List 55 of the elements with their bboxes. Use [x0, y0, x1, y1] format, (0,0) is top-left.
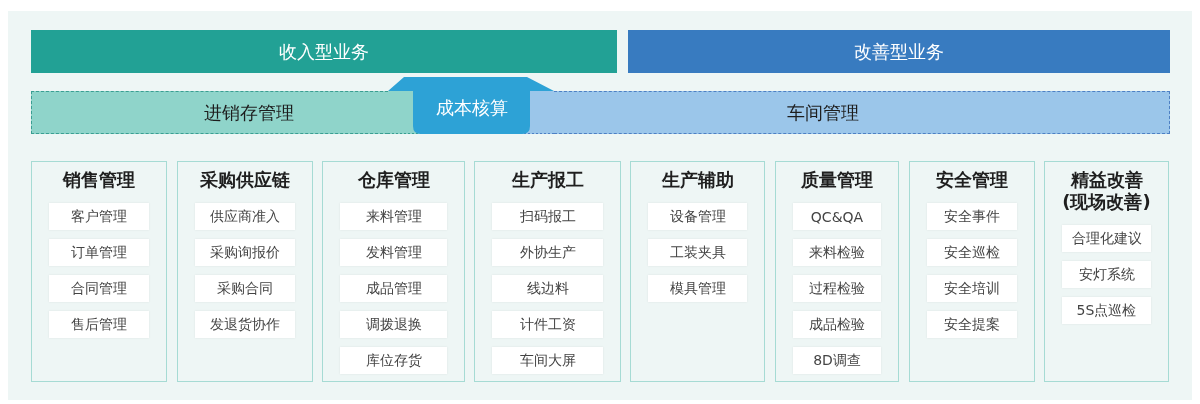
module-panel	[775, 161, 899, 382]
function-item: 库位存货	[340, 347, 447, 374]
function-item: 发退货协作	[195, 311, 295, 338]
module-panel	[1044, 161, 1169, 382]
module-panel	[177, 161, 313, 382]
function-item: 设备管理	[648, 203, 747, 230]
function-item: 8D调查	[793, 347, 881, 374]
function-item: 来料管理	[340, 203, 447, 230]
function-item: 计件工资	[492, 311, 603, 338]
function-item: 安全培训	[927, 275, 1017, 302]
function-item: 安全提案	[927, 311, 1017, 338]
module-title: 仓库管理	[356, 169, 431, 191]
function-item: 安全事件	[927, 203, 1017, 230]
function-item: 客户管理	[49, 203, 149, 230]
category-tab	[388, 77, 554, 134]
function-item: 调拨退换	[340, 311, 447, 338]
module-panel	[322, 161, 465, 382]
module-title: 生产辅助	[660, 169, 735, 191]
function-item: 工装夹具	[648, 239, 747, 266]
function-item: 采购合同	[195, 275, 295, 302]
module-title: 安全管理	[935, 169, 1009, 191]
module-title: 精益改善(现场改善)	[1061, 169, 1152, 213]
function-item: 安灯系统	[1062, 261, 1151, 288]
function-item: 模具管理	[648, 275, 747, 302]
function-item: 成品管理	[340, 275, 447, 302]
module-panel	[474, 161, 621, 382]
function-item: 合同管理	[49, 275, 149, 302]
function-item: 线边料	[492, 275, 603, 302]
tab-label: 成本核算	[434, 95, 509, 120]
function-item: 5S点巡检	[1062, 297, 1151, 324]
function-item: 外协生产	[492, 239, 603, 266]
function-item: 供应商准入	[195, 203, 295, 230]
function-item: 扫码报工	[492, 203, 603, 230]
module-title: 质量管理	[800, 169, 874, 191]
module-panel	[909, 161, 1035, 382]
management-band: 车间管理	[554, 91, 1170, 134]
module-title: 生产报工	[510, 169, 585, 191]
module-panel	[31, 161, 167, 382]
function-item: 安全巡检	[927, 239, 1017, 266]
function-item: QC&QA	[793, 203, 881, 230]
function-item: 订单管理	[49, 239, 149, 266]
module-panel	[630, 161, 765, 382]
function-item: 合理化建议	[1062, 225, 1151, 252]
business-category-bar: 收入型业务	[31, 30, 617, 73]
function-item: 采购询报价	[195, 239, 295, 266]
function-item: 来料检验	[793, 239, 881, 266]
module-title: 采购供应链	[199, 169, 291, 191]
function-item: 成品检验	[793, 311, 881, 338]
function-item: 售后管理	[49, 311, 149, 338]
management-band: 进销存管理	[31, 91, 388, 134]
module-title: 销售管理	[61, 169, 136, 191]
business-category-bar: 改善型业务	[628, 30, 1170, 73]
function-item: 过程检验	[793, 275, 881, 302]
function-item: 车间大屏	[492, 347, 603, 374]
function-item: 发料管理	[340, 239, 447, 266]
